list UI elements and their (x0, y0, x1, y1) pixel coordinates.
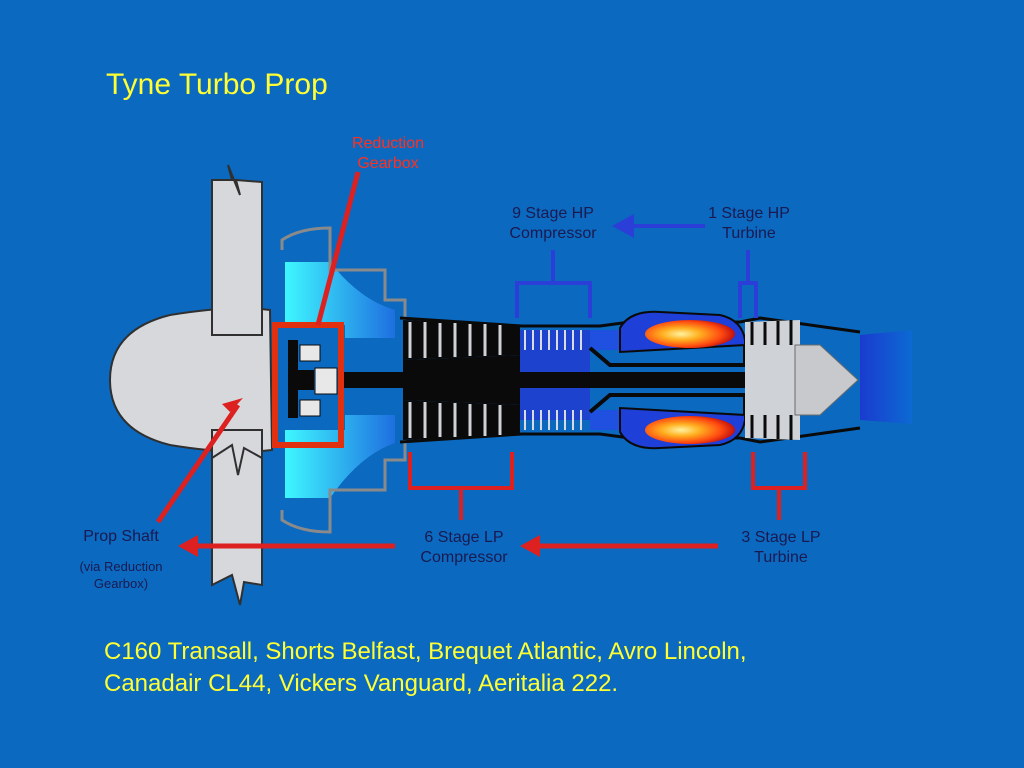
hp-arrow-head (612, 214, 634, 238)
label-line: Turbine (754, 549, 808, 566)
label-reduction-gearbox: Reduction Gearbox (320, 134, 456, 174)
lp-brackets (408, 452, 807, 520)
annotation-arrows-red (155, 171, 718, 557)
label-line: 9 Stage HP (512, 205, 594, 222)
label-line: 1 Stage HP (708, 205, 790, 222)
label-line: Gearbox (357, 155, 419, 172)
hp-compressor-blades (524, 330, 582, 430)
label-line: Compressor (420, 549, 508, 566)
aircraft-list: C160 Transall, Shorts Belfast, Brequet A… (104, 636, 924, 700)
hp-brackets (515, 224, 758, 318)
slide-title: Tyne Turbo Prop (106, 68, 328, 101)
exhaust-plume (860, 330, 912, 424)
combustor-flame-bottom (645, 416, 735, 444)
label-line: Compressor (509, 225, 597, 242)
label-prop-shaft: Prop Shaft (83, 528, 159, 545)
label-line: (via Reduction (79, 559, 163, 574)
label-lp-turbine: 3 Stage LP Turbine (716, 528, 846, 568)
propeller-break-marks (211, 443, 263, 476)
label-hp-turbine: 1 Stage HP Turbine (684, 204, 814, 244)
label-line: Gearbox) (93, 576, 149, 591)
label-lp-compressor: 6 Stage LP Compressor (396, 528, 532, 568)
label-prop-shaft-note: (via Reduction Gearbox) (56, 558, 186, 592)
exhaust-cone (794, 344, 859, 416)
label-line: Reduction (351, 135, 425, 152)
lp-compressor-blades (408, 322, 502, 438)
label-line: 6 Stage LP (424, 529, 504, 546)
main-shaft (340, 372, 760, 388)
engine-core (340, 310, 861, 450)
aircraft-list-line: C160 Transall, Shorts Belfast, Brequet A… (104, 638, 747, 665)
air-intake (285, 262, 395, 498)
label-hp-compressor: 9 Stage HP Compressor (488, 204, 618, 244)
propeller-blades (211, 164, 263, 606)
turbine-blades (750, 320, 793, 440)
reduction-gearbox-drawing (272, 322, 344, 448)
aircraft-list-line: Canadair CL44, Vickers Vanguard, Aerital… (104, 670, 619, 697)
intake-casing (280, 226, 407, 534)
combustor-flame-top (645, 320, 735, 348)
label-line: Turbine (722, 225, 776, 242)
label-line: 3 Stage LP (741, 529, 821, 546)
